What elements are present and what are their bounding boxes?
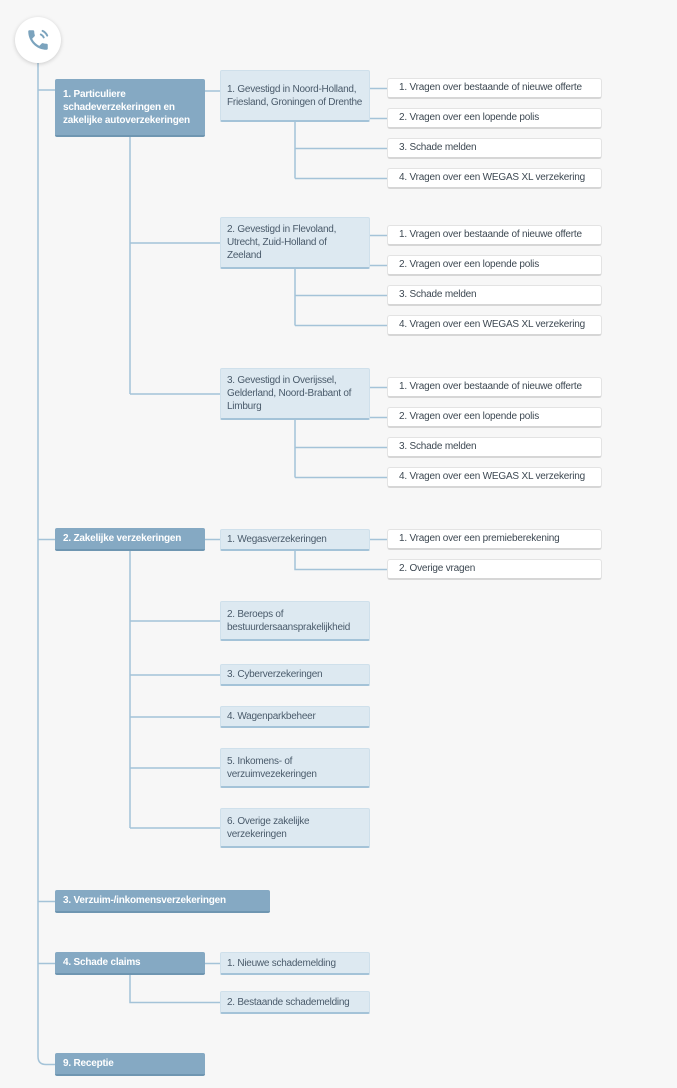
option-node-regio3-1[interactable]: 1. Vragen over bestaande of nieuwe offer…: [387, 377, 602, 398]
submenu-node-regio-3[interactable]: 3. Gevestigd in Overijssel, Gelderland, …: [220, 368, 370, 420]
submenu-node-regio-1[interactable]: 1. Gevestigd in Noord-Holland, Friesland…: [220, 70, 370, 122]
option-node-regio2-1[interactable]: 1. Vragen over bestaande of nieuwe offer…: [387, 225, 602, 246]
option-node-regio2-4[interactable]: 4. Vragen over een WEGAS XL verzekering: [387, 315, 602, 336]
submenu-node-cyber[interactable]: 3. Cyberverzekeringen: [220, 664, 370, 686]
option-node-regio2-3[interactable]: 3. Schade melden: [387, 285, 602, 306]
submenu-node-regio-2[interactable]: 2. Gevestigd in Flevoland, Utrecht, Zuid…: [220, 217, 370, 269]
phone-icon: [28, 29, 49, 50]
option-node-wegas-2[interactable]: 2. Overige vragen: [387, 559, 602, 580]
option-node-regio3-3[interactable]: 3. Schade melden: [387, 437, 602, 458]
submenu-node-wagenpark[interactable]: 4. Wagenparkbeheer: [220, 706, 370, 728]
option-node-regio1-1[interactable]: 1. Vragen over bestaande of nieuwe offer…: [387, 78, 602, 99]
menu-node-zakelijke[interactable]: 2. Zakelijke verzekeringen: [55, 528, 205, 551]
option-node-regio1-4[interactable]: 4. Vragen over een WEGAS XL verzekering: [387, 168, 602, 189]
menu-node-receptie[interactable]: 9. Receptie: [55, 1053, 205, 1076]
submenu-node-beroeps[interactable]: 2. Beroeps of bestuurdersaansprakelijkhe…: [220, 601, 370, 641]
submenu-node-wegas[interactable]: 1. Wegasverzekeringen: [220, 529, 370, 551]
menu-node-schade-claims[interactable]: 4. Schade claims: [55, 952, 205, 975]
submenu-node-nieuwe-schademelding[interactable]: 1. Nieuwe schademelding: [220, 952, 370, 975]
option-node-regio1-3[interactable]: 3. Schade melden: [387, 138, 602, 159]
submenu-node-inkomens[interactable]: 5. Inkomens- of verzuimvezekeringen: [220, 748, 370, 788]
option-node-regio1-2[interactable]: 2. Vragen over een lopende polis: [387, 108, 602, 129]
menu-node-particuliere[interactable]: 1. Particuliere schadeverzekeringen en z…: [55, 79, 205, 137]
option-node-regio3-4[interactable]: 4. Vragen over een WEGAS XL verzekering: [387, 467, 602, 488]
menu-node-verzuim-inkomens[interactable]: 3. Verzuim-/inkomensverzekeringen: [55, 890, 270, 913]
option-node-wegas-1[interactable]: 1. Vragen over een premieberekening: [387, 529, 602, 550]
option-node-regio2-2[interactable]: 2. Vragen over een lopende polis: [387, 255, 602, 276]
root-phone-node[interactable]: [15, 17, 61, 63]
submenu-node-bestaande-schademelding[interactable]: 2. Bestaande schademelding: [220, 991, 370, 1014]
option-node-regio3-2[interactable]: 2. Vragen over een lopende polis: [387, 407, 602, 428]
submenu-node-overige-zakelijke[interactable]: 6. Overige zakelijke verzekeringen: [220, 808, 370, 848]
